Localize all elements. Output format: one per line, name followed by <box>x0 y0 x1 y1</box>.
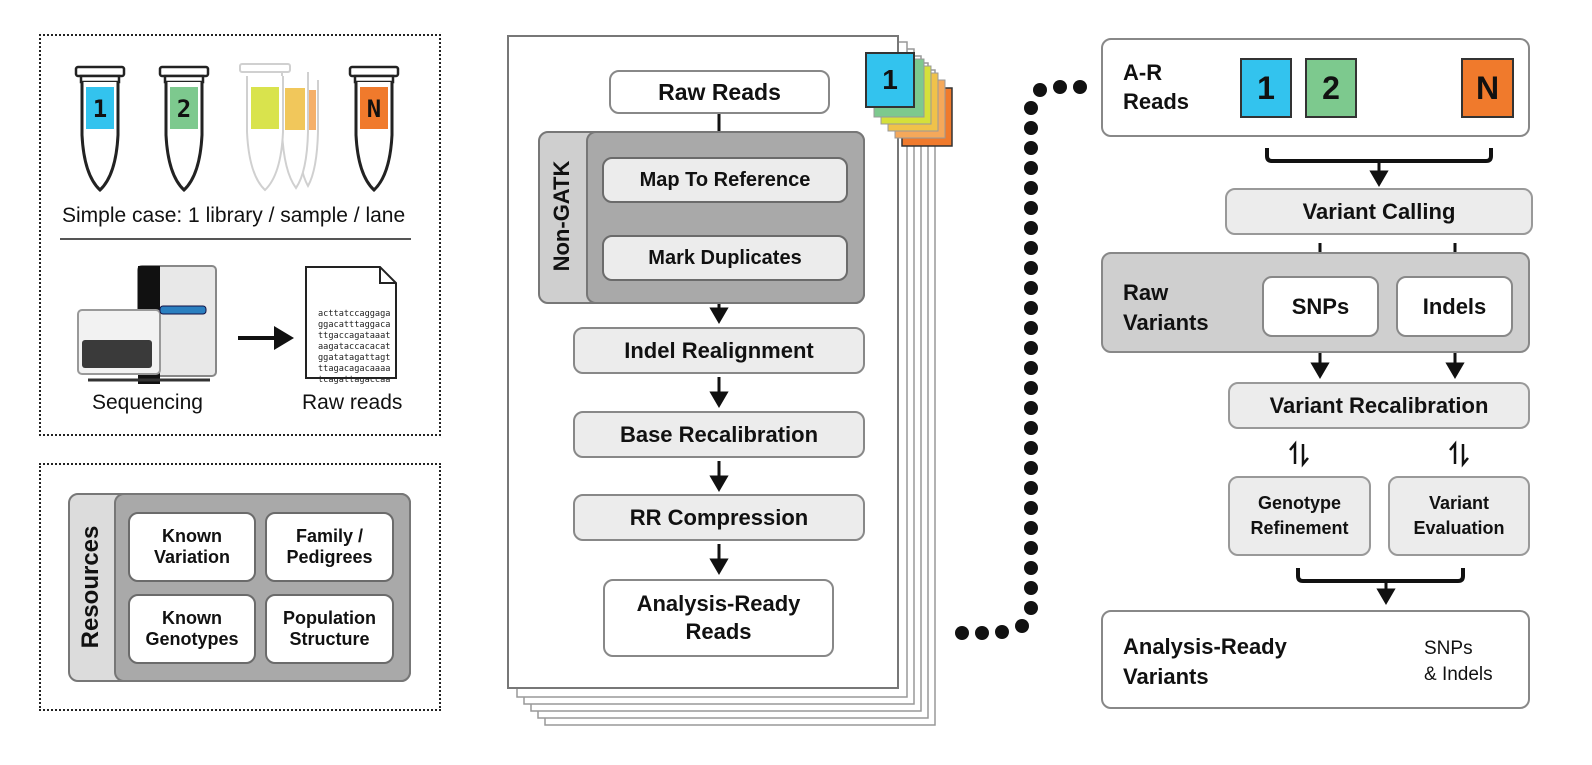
tube-n-label: N <box>366 95 382 123</box>
non-gatk-label: Non-GATK <box>549 160 574 272</box>
snps-box: SNPs <box>1262 276 1379 337</box>
raw-reads-step: Raw Reads <box>609 70 830 114</box>
resource-population-structure: Population Structure <box>265 594 394 664</box>
sequencing-label: Sequencing <box>92 391 203 414</box>
analysis-ready-variants-panel <box>1101 610 1530 709</box>
tube-1-label: 1 <box>92 95 108 123</box>
tube-1-icon <box>74 65 126 193</box>
mark-duplicates-step: Mark Duplicates <box>602 235 848 281</box>
genotype-refinement-step: Genotype Refinement <box>1228 476 1371 556</box>
snps-indels-legend: SNPs & Indels <box>1424 638 1493 685</box>
dotted-connector <box>955 80 1087 640</box>
analysis-ready-reads-step: Analysis-Ready Reads <box>603 579 834 657</box>
read-badge-2: 2 <box>1305 58 1357 118</box>
resources-panel <box>39 463 441 711</box>
resources-title: Resources <box>77 525 104 649</box>
rr-compression-step: RR Compression <box>573 494 865 541</box>
ar-reads-label: A-R Reads <box>1123 60 1190 114</box>
sequencing-arrow <box>238 326 294 350</box>
raw-reads-label: Raw reads <box>302 391 403 414</box>
analysis-ready-variants-label: Analysis-Ready Variants <box>1123 634 1287 689</box>
read-badge-n: N <box>1461 58 1514 118</box>
variant-evaluation-step: Variant Evaluation <box>1388 476 1530 556</box>
libraries-caption: Simple case: 1 library / sample / lane <box>62 204 406 227</box>
resource-known-variation: Known Variation <box>128 512 256 582</box>
indels-box: Indels <box>1396 276 1513 337</box>
stack-badge-1: 1 <box>865 52 915 108</box>
faded-tubes-icon <box>239 63 319 192</box>
raw-variants-label: Raw Variants <box>1123 280 1209 335</box>
variant-recalibration-step: Variant Recalibration <box>1228 382 1530 429</box>
map-to-reference-step: Map To Reference <box>602 157 848 203</box>
base-recalibration-step: Base Recalibration <box>573 411 865 458</box>
read-badge-1: 1 <box>1240 58 1292 118</box>
variant-calling-step: Variant Calling <box>1225 188 1533 235</box>
tube-n-icon <box>348 65 400 193</box>
sequencer-icon <box>77 265 217 384</box>
raw-reads-document-icon <box>305 266 397 379</box>
tube-2-icon <box>158 65 210 193</box>
tube-2-label: 2 <box>176 95 192 123</box>
libraries-panel <box>39 34 441 436</box>
resource-family-pedigrees: Family / Pedigrees <box>265 512 394 582</box>
indel-realignment-step: Indel Realignment <box>573 327 865 374</box>
feedback-arrows <box>1289 440 1469 468</box>
resource-known-genotypes: Known Genotypes <box>128 594 256 664</box>
